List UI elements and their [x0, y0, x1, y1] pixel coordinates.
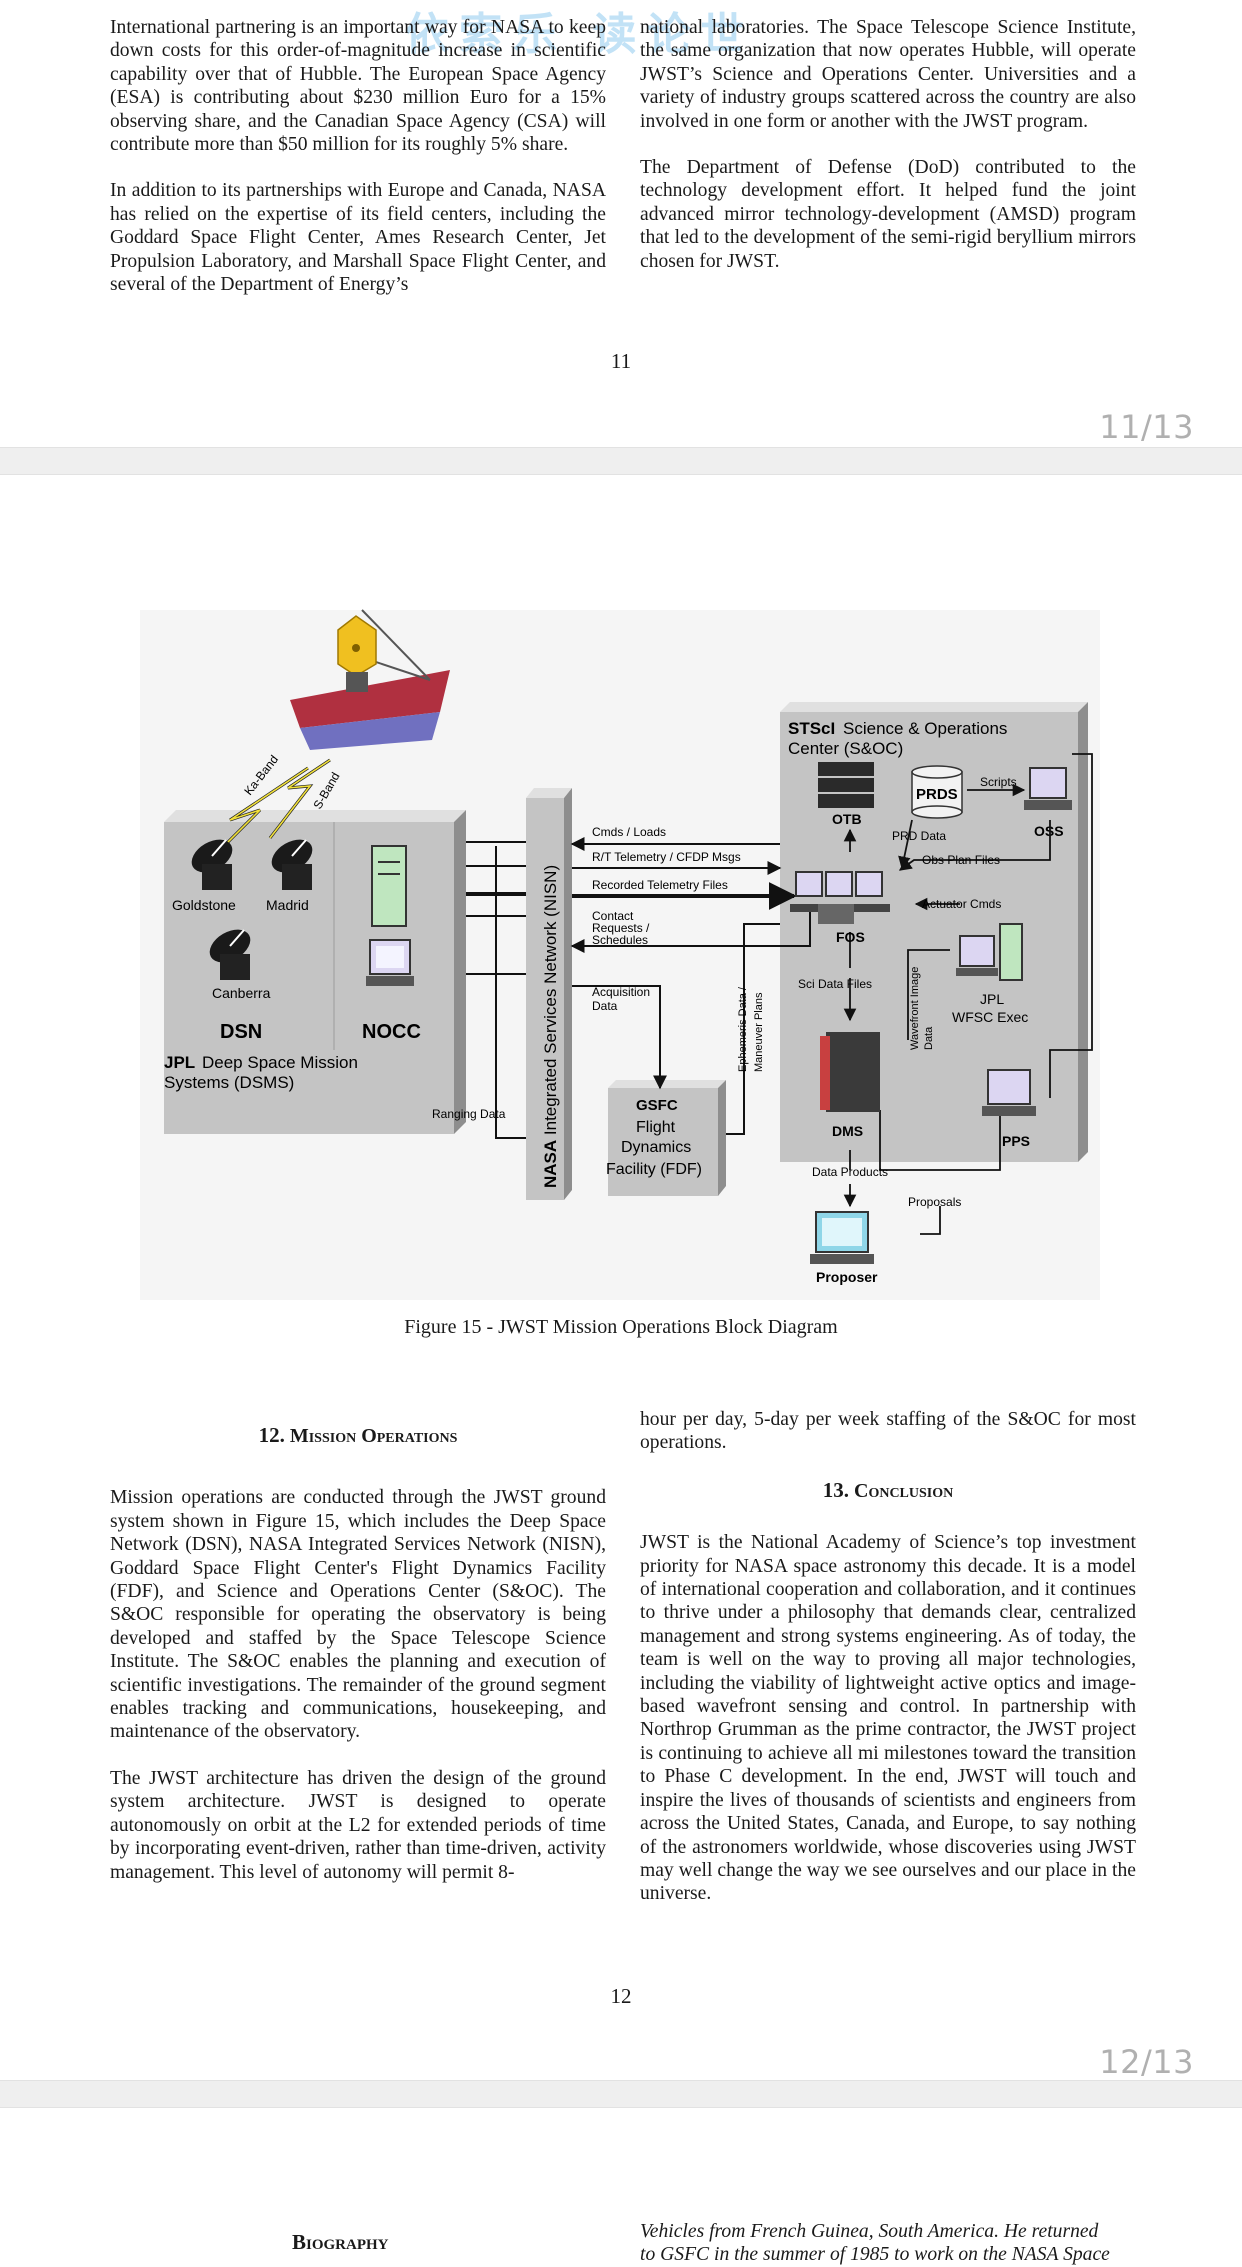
mission-operations-diagram: Ka-Band S-Band Goldstone Madrid Canberra…	[140, 609, 1100, 1300]
dsn-label: DSN	[220, 1021, 262, 1043]
ranging-data-label: Ranging Data	[432, 1107, 506, 1121]
page-separator	[0, 2080, 1242, 2108]
jpl-wfsc-label-1: JPL	[980, 991, 1004, 1007]
page-separator	[0, 447, 1242, 475]
proposals-label: Proposals	[908, 1195, 961, 1209]
text-line: to GSFC in the summer of 1985 to work on…	[640, 2244, 1110, 2266]
wfsc-computer-icon	[956, 923, 1023, 981]
oss-label: OSS	[1034, 823, 1064, 839]
computer-icon	[366, 939, 414, 986]
obs-plan-label: Obs Plan Files	[922, 853, 1000, 867]
oss-computer-icon	[1024, 767, 1072, 810]
fos-workstations-icon	[790, 871, 890, 924]
fos-label: FOS	[836, 929, 865, 945]
fdf-label-1: Flight	[636, 1119, 676, 1136]
pps-label: PPS	[1002, 1133, 1030, 1149]
gsfc-label: GSFC	[636, 1097, 678, 1114]
satellite-dish-icon	[271, 839, 313, 890]
page-11: 依索乐 读论世 International partnering is an i…	[0, 0, 1242, 446]
page-number: 12	[610, 1984, 632, 2008]
jpl-wfsc-label-2: WFSC Exec	[952, 1009, 1028, 1025]
acquisition-label-2: Data	[592, 999, 618, 1013]
wavefront-label-2: Data	[923, 1026, 935, 1050]
page12-right-column: hour per day, 5-day per week staffing of…	[640, 1408, 1136, 1906]
dsms-line1: Deep Space Mission	[202, 1053, 358, 1072]
page13-right-column: Vehicles from French Guinea, South Ameri…	[640, 2220, 1136, 2267]
jwst-observatory-icon	[290, 609, 450, 750]
satellite-dish-icon	[191, 839, 233, 890]
paragraph: hour per day, 5-day per week staffing of…	[640, 1409, 1136, 1454]
goldstone-label: Goldstone	[172, 897, 236, 913]
satellite-dish-icon	[209, 929, 251, 980]
contact-label-3: Schedules	[592, 933, 648, 947]
proposer-label: Proposer	[816, 1269, 878, 1285]
paragraph: The JWST architecture has driven the des…	[110, 1767, 606, 1883]
canberra-label: Canberra	[212, 985, 271, 1001]
nisn-rest: Integrated Services Network (NISN)	[541, 865, 560, 1135]
dsms-nisn-links	[466, 841, 526, 1139]
paragraph: The Department of Defense (DoD) contribu…	[640, 157, 1136, 272]
nisn-bold: NASA	[541, 1140, 560, 1188]
rt-telemetry-label: R/T Telemetry / CFDP Msgs	[592, 850, 741, 864]
soc-internal-links	[843, 753, 1093, 1235]
page12-left-column: 12. Mission Operations Mission operation…	[110, 1423, 606, 1884]
sci-data-files-label: Sci Data Files	[798, 977, 872, 991]
pps-computer-icon	[982, 1069, 1036, 1116]
nocc-label: NOCC	[362, 1021, 421, 1043]
section-number: 12.	[258, 1423, 285, 1447]
data-products-label: Data Products	[812, 1165, 888, 1179]
otb-label: OTB	[832, 811, 862, 827]
paragraph: International partnering is an important…	[110, 17, 606, 156]
prds-database-icon	[911, 765, 963, 819]
page11-right-column: national laboratories. The Space Telesco…	[640, 16, 1136, 273]
dms-server-icon	[820, 1032, 880, 1112]
figure-caption: Figure 15 - JWST Mission Operations Bloc…	[404, 1316, 838, 1338]
otb-server-icon	[818, 762, 874, 808]
paragraph: Mission operations are conducted through…	[110, 1487, 606, 1743]
madrid-label: Madrid	[266, 897, 309, 913]
soc-label-2: Center (S&OC)	[788, 739, 903, 758]
paragraph: JWST is the National Academy of Science’…	[640, 1532, 1136, 1905]
page11-left-column: International partnering is an important…	[110, 16, 606, 296]
section-title: Conclusion	[854, 1479, 954, 1502]
paragraph: national laboratories. The Space Telesco…	[640, 17, 1136, 132]
contact-label-1: Contact	[592, 909, 634, 923]
maneuver-label: Maneuver Plans	[753, 992, 765, 1072]
prds-label: PRDS	[916, 786, 958, 803]
acquisition-label-1: Acquisition	[592, 985, 650, 999]
nisn-bar	[526, 788, 572, 1200]
stsci-label: STScI	[788, 719, 835, 738]
fdf-label-3: Facility (FDF)	[606, 1161, 702, 1178]
server-icon	[371, 845, 407, 927]
nisn-label: NASA Integrated Services Network (NISN)	[541, 865, 560, 1188]
proposer-computer-icon	[810, 1211, 874, 1264]
page-counter: 12/13	[1099, 2043, 1194, 2081]
nisn-soc-links	[570, 837, 811, 1135]
actuator-label: Actuator Cmds	[922, 897, 1001, 911]
fdf-box	[608, 1080, 726, 1196]
section-heading-conclusion: 13. Conclusion	[640, 1477, 1136, 1503]
soc-label-1: Science & Operations	[843, 719, 1007, 738]
text-line: Vehicles from French Guinea, South Ameri…	[640, 2221, 1099, 2242]
contact-label-2: Requests /	[592, 921, 650, 935]
page-counter: 11/13	[1099, 408, 1194, 446]
jpl-label: JPL	[164, 1053, 195, 1072]
section-title: Mission Operations	[289, 1425, 458, 1447]
recorded-telemetry-label: Recorded Telemetry Files	[592, 878, 728, 892]
wavefront-label-1: Wavefront Image	[909, 967, 921, 1050]
cmds-loads-label: Cmds / Loads	[592, 825, 666, 839]
ephemeris-label: Ephemeris Data /	[737, 986, 749, 1072]
page-13	[0, 2109, 1242, 2254]
dsms-line2: Systems (DSMS)	[164, 1073, 294, 1092]
paragraph: In addition to its partnerships with Eur…	[110, 180, 606, 296]
biography-heading: Biography	[292, 2230, 389, 2254]
section-number: 13.	[822, 1477, 849, 1502]
section-heading-mission-operations: 12. Mission Operations	[110, 1423, 606, 1448]
page-number: 11	[610, 349, 632, 373]
scripts-label: Scripts	[980, 775, 1017, 789]
prd-data-label: PRD Data	[892, 829, 946, 843]
lightning-bolt-icon	[198, 758, 331, 872]
dms-label: DMS	[832, 1123, 863, 1139]
fdf-label-2: Dynamics	[621, 1139, 691, 1156]
